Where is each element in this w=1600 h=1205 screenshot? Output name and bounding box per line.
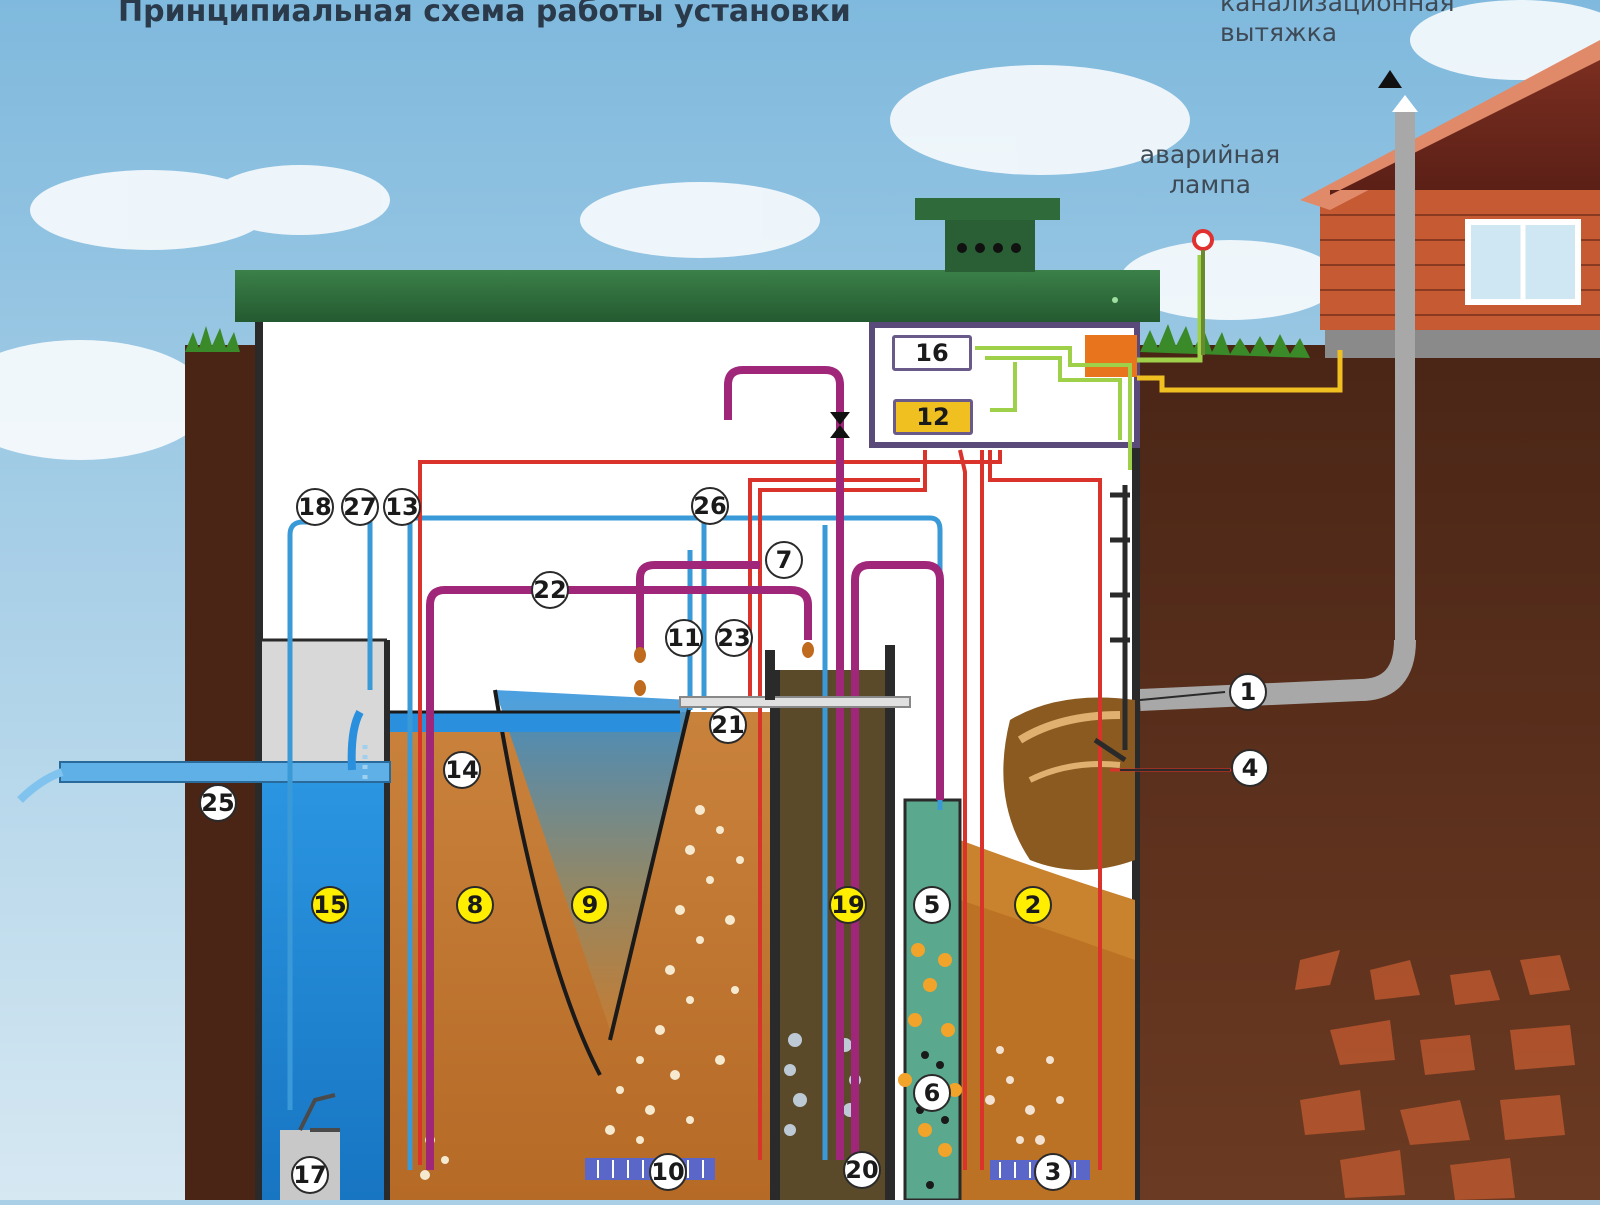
inlet-bracket xyxy=(1093,485,1130,763)
marker-12: 12 xyxy=(893,399,973,435)
marker-10: 10 xyxy=(649,1153,687,1191)
outlet-pipe xyxy=(17,710,391,803)
marker-11: 11 xyxy=(665,619,703,657)
stones xyxy=(1295,950,1575,1200)
marker-21: 21 xyxy=(709,706,747,744)
marker-6: 6 xyxy=(913,1074,951,1112)
drops xyxy=(634,642,814,696)
vent-label: канализационная вытяжка xyxy=(1220,0,1455,47)
clouds xyxy=(0,0,1600,460)
marker-9: 9 xyxy=(571,886,609,924)
marker-17: 17 xyxy=(291,1156,329,1194)
marker-20: 20 xyxy=(843,1151,881,1189)
marker-27: 27 xyxy=(341,488,379,526)
marker-3: 3 xyxy=(1034,1153,1072,1191)
tank-lid xyxy=(235,198,1160,322)
crossbeam xyxy=(679,696,911,708)
vent-pipe xyxy=(1139,70,1418,711)
marker-7: 7 xyxy=(765,541,803,579)
alarm-lamp-icon xyxy=(1192,229,1214,355)
leaders xyxy=(1120,691,1230,771)
marker-26: 26 xyxy=(691,487,729,525)
purple-sludge-pipes xyxy=(426,366,944,1170)
airlift-column xyxy=(898,798,962,1202)
house xyxy=(1300,40,1600,358)
marker-22: 22 xyxy=(531,571,569,609)
marker-8: 8 xyxy=(456,886,494,924)
chamber-secondary-clarifier xyxy=(770,645,895,1200)
marker-18: 18 xyxy=(296,488,334,526)
marker-19: 19 xyxy=(829,886,867,924)
marker-16: 16 xyxy=(892,335,972,371)
chamber-clean-water xyxy=(262,638,390,1200)
soil-right xyxy=(1110,345,1600,1200)
marker-1: 1 xyxy=(1229,673,1267,711)
marker-15: 15 xyxy=(311,886,349,924)
marker-4: 4 xyxy=(1231,749,1269,787)
marker-5: 5 xyxy=(913,886,951,924)
chamber-aeration xyxy=(380,689,770,1200)
marker-13: 13 xyxy=(383,488,421,526)
diagram-title: Принципиальная схема работы установки xyxy=(118,0,851,29)
marker-2: 2 xyxy=(1014,886,1052,924)
alarm-lamp-label: аварийная лампа xyxy=(1139,140,1281,199)
marker-14: 14 xyxy=(443,751,481,789)
marker-25: 25 xyxy=(199,784,237,822)
chamber-receiving xyxy=(960,697,1135,1200)
marker-23: 23 xyxy=(715,619,753,657)
valve-icon xyxy=(830,412,850,438)
